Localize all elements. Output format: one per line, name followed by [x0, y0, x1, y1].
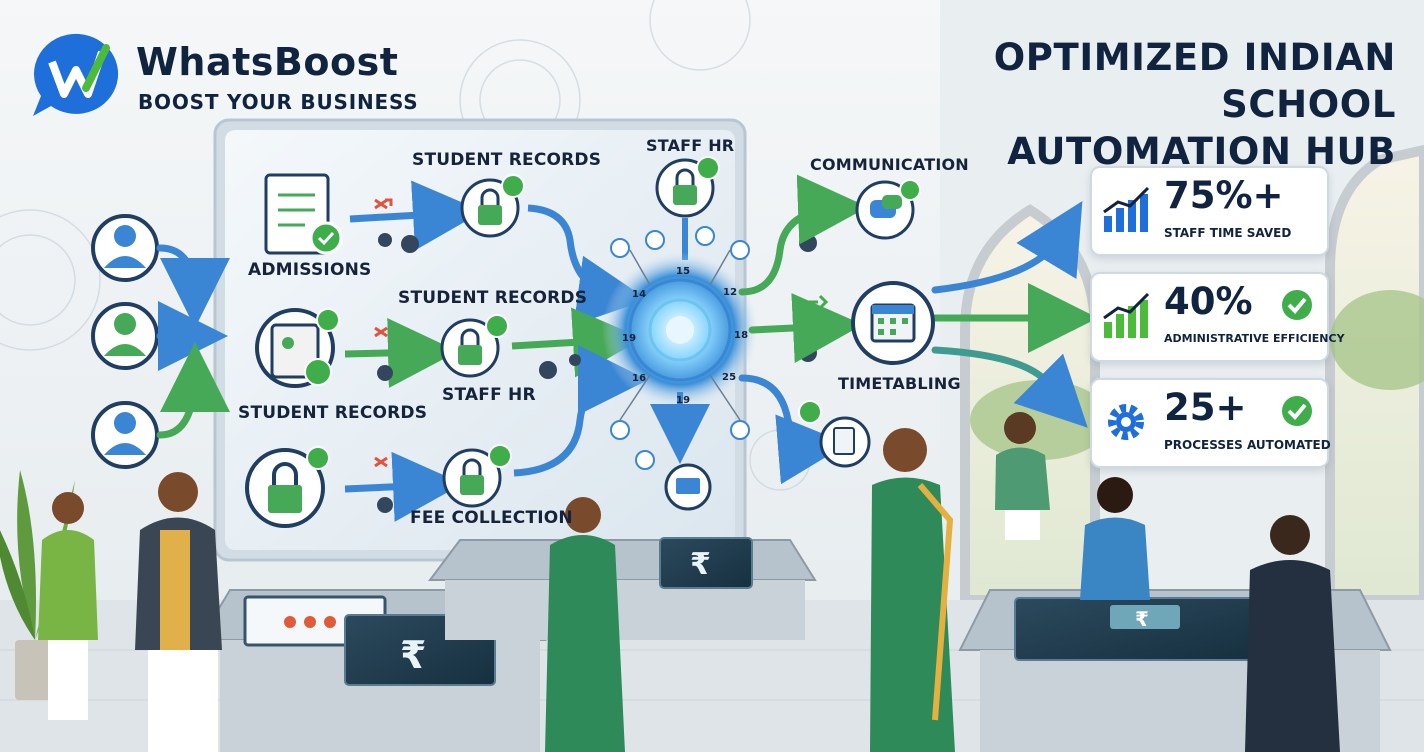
brand-tagline: BOOST YOUR BUSINESS — [138, 90, 419, 114]
label-student-records-mid: STUDENT RECORDS — [398, 288, 588, 308]
stat-label-efficiency: ADMINISTRATIVE EFFICIENCY — [1164, 332, 1345, 345]
bar-chart-icon — [1103, 186, 1150, 232]
svg-text:₹: ₹ — [400, 633, 426, 677]
label-timetabling: TIMETABLING — [838, 374, 961, 393]
label-fee-collection: FEE COLLECTION — [410, 508, 573, 528]
growth-chart-icon — [1103, 292, 1150, 338]
hub-node-left-bottom: 16 — [632, 373, 647, 384]
page-title-line-2: AUTOMATION HUB — [1007, 129, 1396, 173]
hub-node-right: 18 — [734, 330, 749, 341]
stat-value-processes: 25+ — [1164, 386, 1247, 429]
stat-card-efficiency: 40% ADMINISTRATIVE EFFICIENCY — [1090, 272, 1345, 362]
whatsboost-logo-icon — [33, 33, 119, 117]
stat-label-processes: PROCESSES AUTOMATED — [1164, 438, 1331, 452]
hub-node-top: 15 — [676, 266, 691, 277]
label-student-records-left: STUDENT RECORDS — [238, 403, 428, 423]
label-staff-hr-top: STAFF HR — [646, 136, 735, 155]
stat-value-efficiency: 40% — [1164, 280, 1253, 323]
gear-icon — [1108, 404, 1144, 440]
hub-node-bottom: 19 — [676, 395, 691, 406]
check-circle-icon — [1282, 396, 1312, 426]
svg-text:₹: ₹ — [1135, 607, 1149, 631]
hub-node-left-top: 14 — [632, 289, 647, 300]
hub-node-right-top: 12 — [723, 287, 738, 298]
label-staff-hr-mid: STAFF HR — [442, 385, 536, 405]
check-circle-icon — [1282, 290, 1312, 320]
stat-card-staff-time: 75%+ STAFF TIME SAVED — [1090, 166, 1329, 256]
brand-name: WhatsBoost — [136, 40, 399, 84]
hub-node-left: 19 — [622, 333, 637, 344]
label-student-records-top: STUDENT RECORDS — [412, 150, 602, 170]
stat-card-processes: 25+ PROCESSES AUTOMATED — [1090, 378, 1331, 468]
svg-text:₹: ₹ — [690, 547, 711, 582]
hub-node-right-bottom: 25 — [722, 372, 737, 383]
page-title: OPTIMIZED INDIAN SCHOOL AUTOMATION HUB — [836, 35, 1396, 176]
stat-value-staff-time: 75%+ — [1164, 174, 1284, 217]
label-admissions: ADMISSIONS — [248, 260, 372, 280]
page-title-line-1: OPTIMIZED INDIAN SCHOOL — [993, 36, 1396, 126]
label-communication: COMMUNICATION — [810, 155, 969, 174]
stat-label-staff-time: STAFF TIME SAVED — [1164, 226, 1292, 240]
brand-logo: WhatsBoost BOOST YOUR BUSINESS — [30, 30, 430, 120]
